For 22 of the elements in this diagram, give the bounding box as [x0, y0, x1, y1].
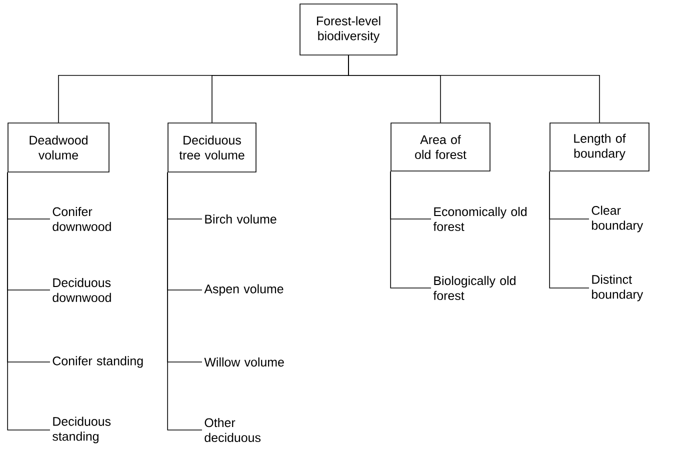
category-box: Deciduous tree volume: [168, 122, 256, 172]
category-box: Area of old forest: [390, 122, 490, 172]
connector-line: [167, 172, 202, 430]
connector-line: [7, 172, 50, 430]
category-box: Length of boundary: [550, 122, 650, 172]
item-label: Willow volume: [204, 357, 284, 367]
connector-line: [390, 170, 432, 288]
connector-line: [348, 55, 600, 123]
item-label: Biologically old forest: [433, 276, 516, 300]
item-label: Clear boundary: [592, 206, 644, 232]
category-box: Forest-level biodiversity: [300, 4, 398, 56]
item-label: Economically old forest: [433, 206, 527, 232]
item-label: Aspen volume: [204, 284, 284, 296]
item-label: Birch volume: [205, 214, 276, 224]
item-label: Conifer downwood: [52, 206, 111, 232]
connector-line: [549, 170, 590, 288]
item-label: Deciduous standing: [52, 416, 111, 444]
item-label: Deciduous downwood: [52, 278, 111, 302]
item-label: Other deciduous: [204, 418, 261, 442]
item-label: Distinct boundary: [592, 274, 644, 302]
item-label: Conifer standing: [52, 356, 143, 368]
category-box: Deadwood volume: [8, 122, 110, 172]
